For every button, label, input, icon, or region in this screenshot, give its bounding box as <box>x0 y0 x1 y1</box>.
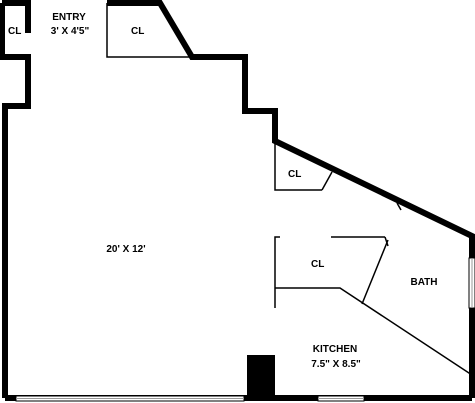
wall-entry-top-right <box>107 0 475 398</box>
entry-left-closet-label: CL <box>8 26 21 37</box>
entry-name: ENTRY <box>52 12 86 23</box>
interior-partitions <box>106 3 473 376</box>
wall-entry-top-left <box>2 0 31 33</box>
lower-closet-label: CL <box>311 259 324 270</box>
windows <box>15 257 475 402</box>
bath-label: BATH <box>410 277 437 288</box>
entry-dimensions: 3' X 4'5" <box>51 26 90 37</box>
entry-right-closet-label: CL <box>131 26 144 37</box>
kitchen-name: KITCHEN <box>313 344 357 355</box>
kitchen-appliance-block <box>247 355 275 399</box>
entry-closet-partition <box>106 3 190 58</box>
main-room-dimensions: 20' X 12' <box>106 244 145 255</box>
bath-door-tick <box>396 202 402 211</box>
upper-closet-partition <box>274 143 322 191</box>
kitchen-dimensions: 7.5" X 8.5" <box>311 359 361 370</box>
lower-closet-partition <box>274 236 280 308</box>
bath-partition-diagonal <box>361 239 389 305</box>
kitchen-counter-line <box>275 287 473 376</box>
bath-door <box>384 236 389 247</box>
labels: CL ENTRY 3' X 4'5" CL 20' X 12' CL CL BA… <box>8 12 438 370</box>
upper-closet-label: CL <box>288 169 301 180</box>
upper-closet-door <box>321 171 333 191</box>
wall-entry-left-closet <box>0 3 31 398</box>
